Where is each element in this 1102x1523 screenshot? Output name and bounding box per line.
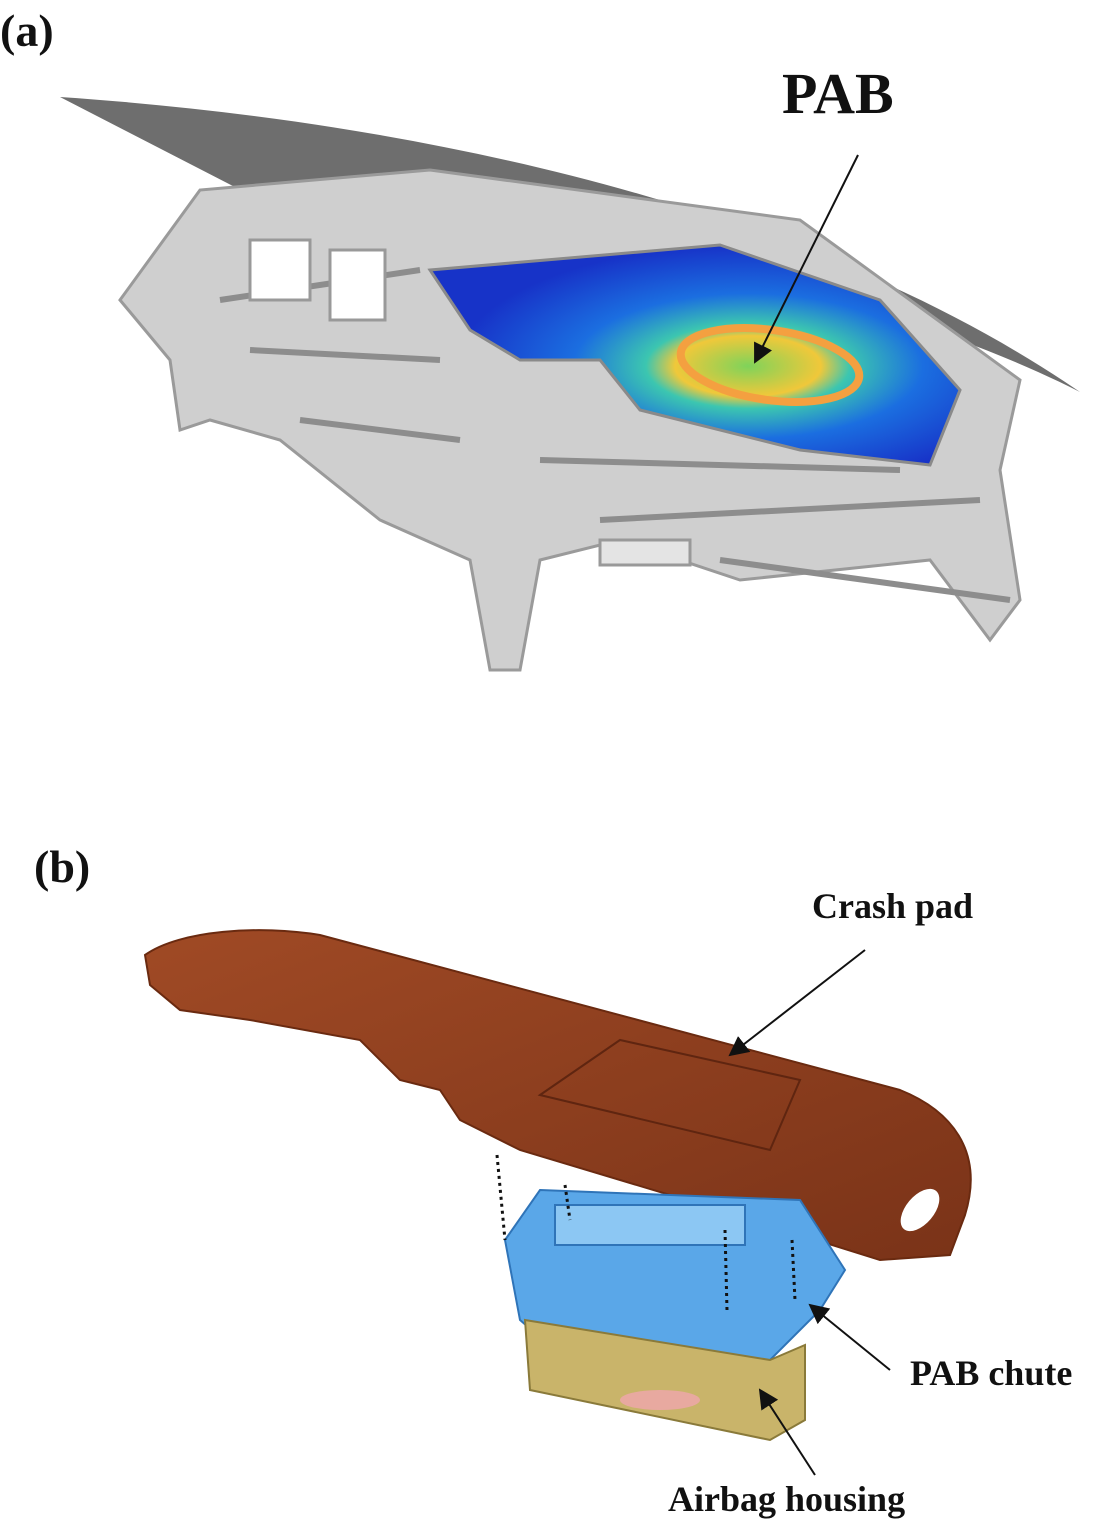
dashboard-assembly [60,97,1080,672]
crash-pad-arrow [728,949,866,1057]
panel-a-label: (a) [0,5,54,56]
airbag-exploded-view [143,929,972,1442]
pab-arrow [754,154,859,364]
windshield-surface [60,97,1080,392]
crash-pad-label: Crash pad [812,886,974,926]
panel-b-label: (b) [34,841,91,892]
crash-pad [143,929,972,1262]
airbag-housing [523,1318,806,1442]
heatmap-region [427,243,962,467]
housing-arrow [758,1388,816,1476]
pab-chute-label: PAB chute [910,1353,1073,1393]
pab-label: PAB [782,61,894,126]
airbag-housing-label: Airbag housing [668,1479,906,1519]
chute-arrow [808,1303,891,1371]
